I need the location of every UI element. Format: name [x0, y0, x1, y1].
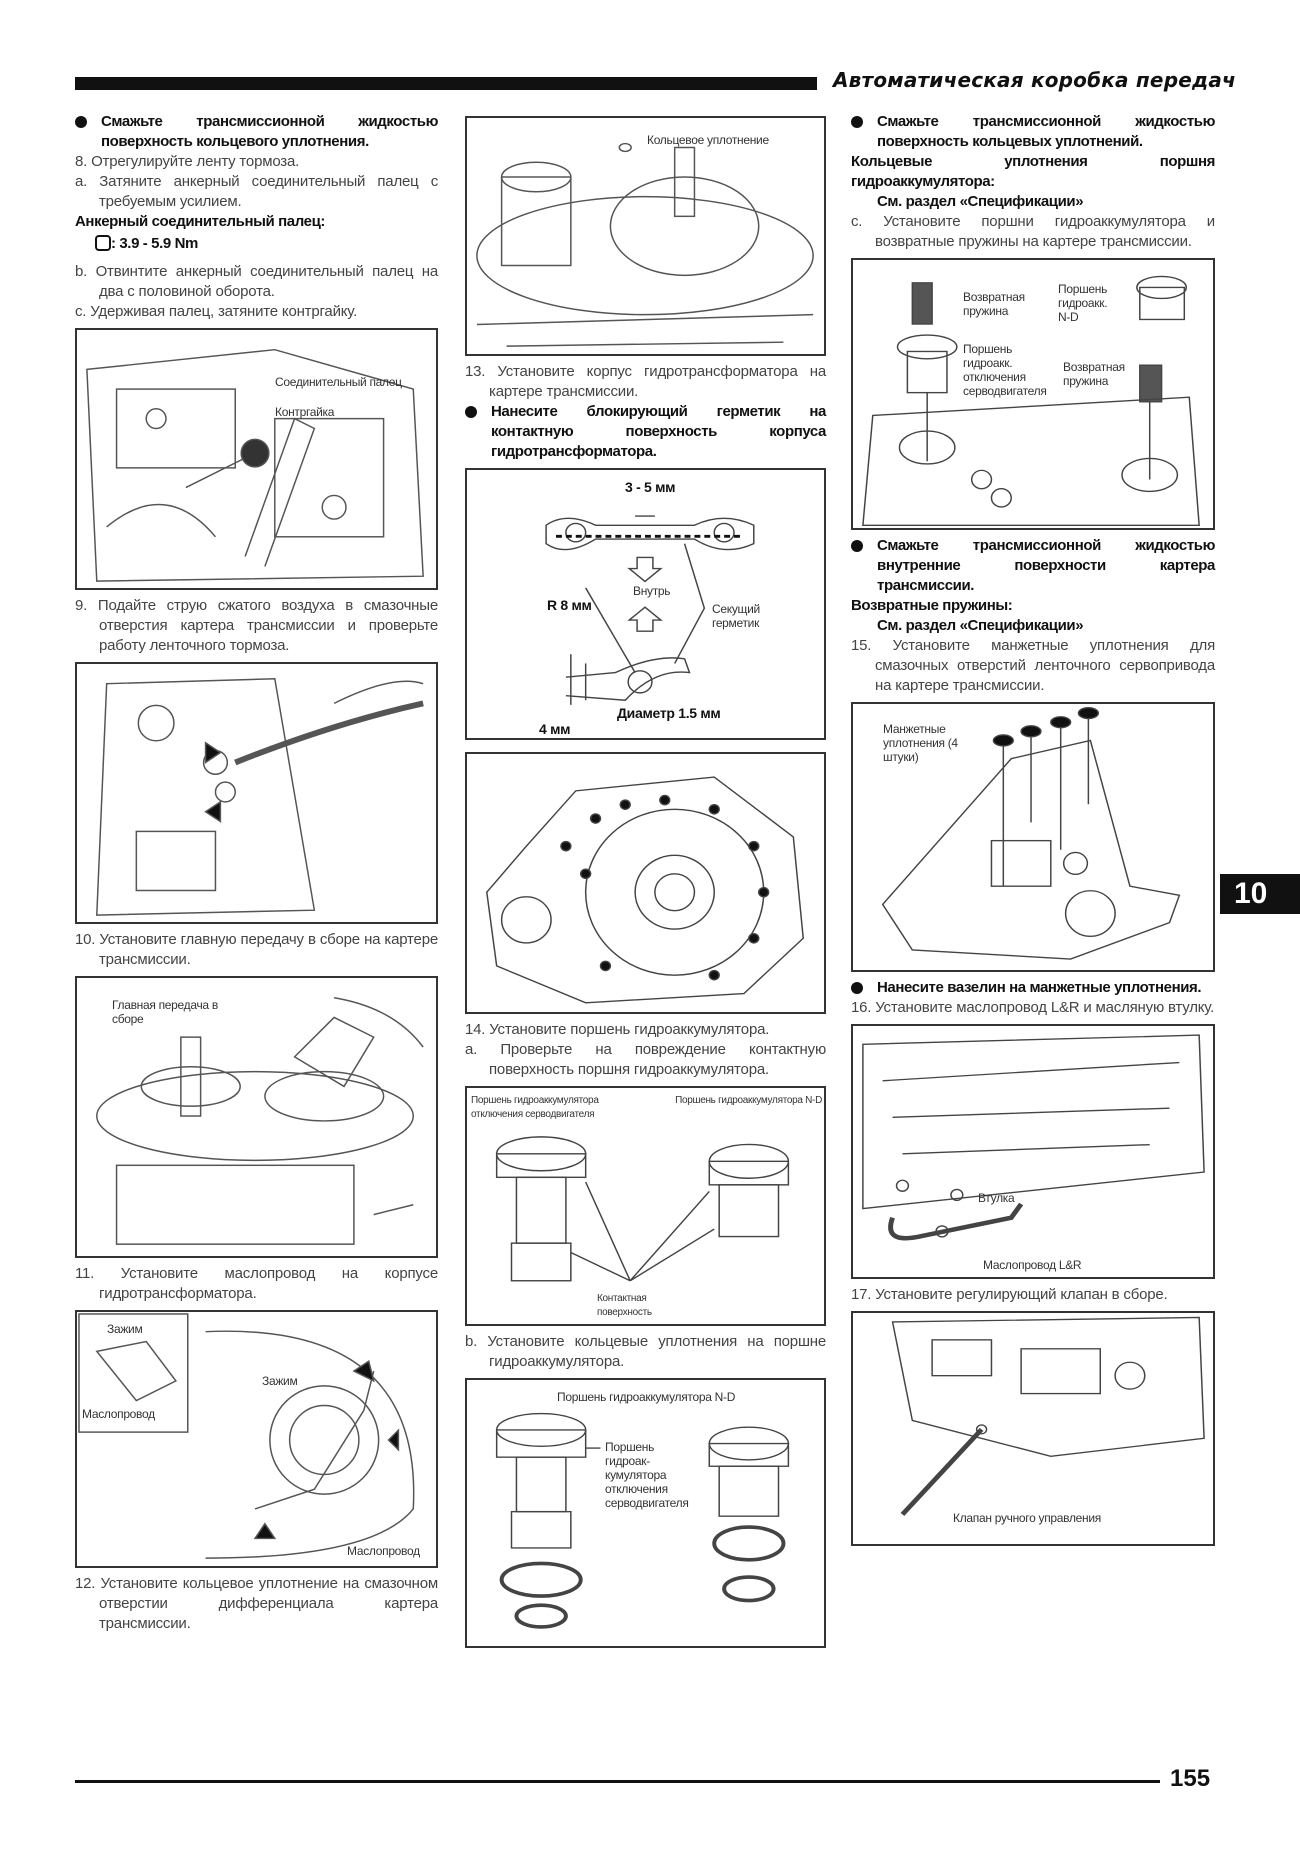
label-anchor-pin: Соединительный палец: [275, 375, 402, 389]
figure-control-valve: Клапан ручного управления: [851, 1311, 1215, 1546]
label-clamp-inset: Зажим: [107, 1322, 143, 1336]
figure-piston-rings: Поршень гидроаккумулятора N-D Поршень ги…: [465, 1378, 826, 1648]
label-inside: Внутрь: [633, 584, 671, 598]
page-number: 155: [1170, 1765, 1211, 1792]
label-return-spring-2: Возвратная пружина: [1063, 360, 1125, 388]
spacer: [75, 254, 438, 262]
left-column: Смажьте трансмиссионной жидкостью поверх…: [75, 112, 438, 1634]
step-8: 8. Отрегулируйте ленту тормоза.: [75, 153, 300, 170]
figure-air-check: [75, 662, 438, 924]
note-lubricate-case: Смажьте трансмиссионной жидкостью внутре…: [851, 536, 1215, 596]
label-final-drive: Главная передача в сборе: [112, 998, 218, 1026]
rings-spec-title: Кольцевые уплотнения поршня гидроаккумул…: [851, 153, 1215, 190]
footer-rule: [75, 1780, 1160, 1783]
figure-converter-housing: [465, 752, 826, 1014]
label-nd-piston: Поршень гидроакк. N-D: [1058, 282, 1108, 324]
right-column: Смажьте трансмиссионной жидкостью поверх…: [851, 112, 1215, 1552]
figure-anchor-pin: Соединительный палец Контргайка: [75, 328, 438, 590]
label-manual-valve: Клапан ручного управления: [953, 1511, 1101, 1525]
chapter-tab: 10: [1220, 874, 1300, 914]
label-locknut: Контргайка: [275, 405, 335, 419]
label-clamp: Зажим: [262, 1374, 298, 1388]
label-pipe: Маслопровод: [347, 1544, 420, 1558]
step-8b: b. Отвинтите анкерный соединительный пал…: [75, 263, 438, 300]
middle-column: Кольцевое уплотнение 13. Установите корп…: [465, 112, 826, 1654]
label-return-spring-1: Возвратная пружина: [963, 290, 1025, 318]
label-sleeve: Втулка: [978, 1191, 1015, 1205]
header-bar: [75, 77, 817, 90]
step-17: 17. Установите регулирующий клапан в сбо…: [851, 1286, 1168, 1303]
figure-piston-contact: Поршень гидроаккумулятора отключения сер…: [465, 1086, 826, 1326]
step-c: c. Установите поршни гидроаккумулятора и…: [851, 213, 1215, 250]
step-8a: a. Затяните анкерный соединительный пале…: [75, 173, 438, 210]
note-lubricate-ring: Смажьте трансмиссионной жидкостью поверх…: [75, 112, 438, 152]
label-servo-piston: Поршень гидроакк. отключения серводвигат…: [963, 342, 1047, 398]
label-servo-piston: Поршень гидроаккумулятора отключения сер…: [471, 1095, 599, 1120]
note-lubricate-rings: Смажьте трансмиссионной жидкостью поверх…: [851, 112, 1215, 152]
step-10: 10. Установите главную передачу в сборе …: [75, 931, 438, 968]
step-14a: a. Проверьте на повреждение контактную п…: [465, 1041, 826, 1078]
page-title: Автоматическая коробка передач: [833, 68, 1236, 92]
figure-sealant-pattern: 3 - 5 мм Внутрь R 8 мм Секущий герметик …: [465, 468, 826, 740]
springs-spec-title: Возвратные пружины:: [851, 597, 1013, 614]
step-9: 9. Подайте струю сжатого воздуха в смазо…: [75, 597, 438, 654]
label-lip-seals: Манжетные уплотнения (4 штуки): [883, 722, 958, 764]
step-16: 16. Установите маслопровод L&R и масляну…: [851, 999, 1215, 1016]
torque-spec: : 3.9 - 5.9 Nm: [75, 234, 438, 254]
label-gap: 3 - 5 мм: [625, 479, 676, 495]
figure-accumulator-install: Возвратная пружина Поршень гидроакк. N-D…: [851, 258, 1215, 530]
step-14: 14. Установите поршень гидроаккумулятора…: [465, 1021, 770, 1038]
label-o-ring: Кольцевое уплотнение: [647, 133, 769, 147]
label-width: 4 мм: [539, 721, 571, 737]
bullet-icon: [851, 982, 863, 994]
bullet-icon: [851, 116, 863, 128]
label-lr-pipe: Маслопровод L&R: [983, 1258, 1082, 1272]
label-servo-piston: Поршень гидроак-кумулятора отключения се…: [605, 1440, 689, 1510]
bullet-icon: [75, 116, 87, 128]
figure-o-ring: Кольцевое уплотнение: [465, 116, 826, 356]
step-13: 13. Установите корпус гидротрансформатор…: [465, 363, 826, 400]
figure-lr-pipe: Втулка Маслопровод L&R: [851, 1024, 1215, 1279]
note-vaseline: Нанесите вазелин на манжетные уплотнения…: [851, 978, 1215, 998]
label-radius: R 8 мм: [547, 597, 592, 613]
figure-oil-pipe: Зажим Маслопровод Зажим Маслопровод: [75, 1310, 438, 1568]
step-15: 15. Установите манжетные уплотнения для …: [851, 637, 1215, 694]
step-11: 11. Установите маслопровод на корпусе ги…: [75, 1265, 438, 1302]
see-specs-1: См. раздел «Спецификации»: [877, 193, 1084, 210]
label-diameter: Диаметр 1.5 мм: [617, 705, 721, 721]
bullet-icon: [465, 406, 477, 418]
step-12: 12. Установите кольцевое уплотнение на с…: [75, 1575, 438, 1632]
label-contact-surface: Контактная поверхность: [597, 1293, 652, 1318]
bullet-icon: [851, 540, 863, 552]
label-nd-piston: Поршень гидроаккумулятора N-D: [675, 1095, 822, 1106]
step-8c: c. Удерживая палец, затяните контргайку.: [75, 303, 358, 320]
torque-wrench-icon: [95, 235, 111, 251]
anchor-pin-title: Анкерный соединительный палец:: [75, 213, 326, 230]
figure-final-drive: Главная передача в сборе: [75, 976, 438, 1258]
note-sealant: Нанесите блокирующий герметик на контакт…: [465, 402, 826, 462]
label-pipe-inset: Маслопровод: [82, 1407, 155, 1421]
see-specs-2: См. раздел «Спецификации»: [877, 617, 1084, 634]
figure-lip-seals: Манжетные уплотнения (4 штуки): [851, 702, 1215, 972]
step-14b: b. Установите кольцевые уплотнения на по…: [465, 1333, 826, 1370]
label-nd-piston: Поршень гидроаккумулятора N-D: [557, 1390, 736, 1404]
label-sealant: Секущий герметик: [712, 602, 760, 630]
